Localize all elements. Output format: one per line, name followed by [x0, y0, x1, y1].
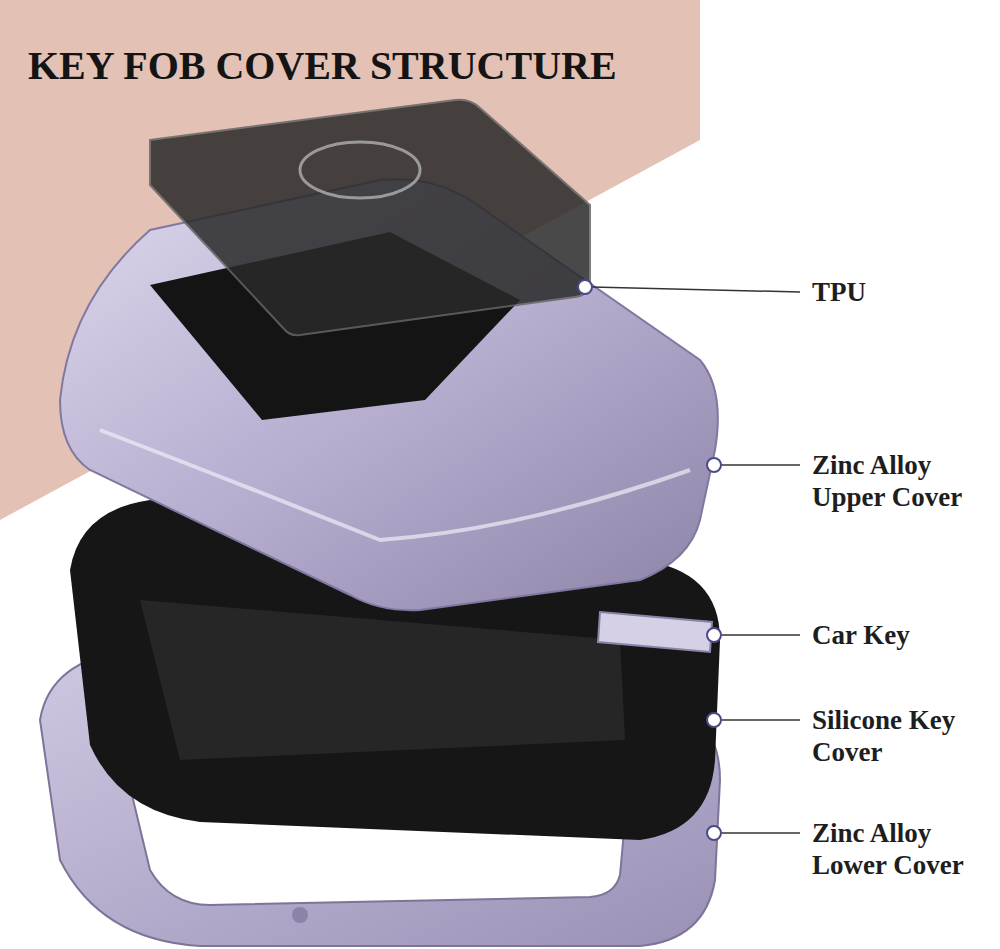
title: KEY FOB COVER STRUCTURE — [28, 42, 617, 89]
highlight — [100, 430, 690, 540]
tpu-ring — [300, 142, 420, 198]
silicone-detail — [140, 600, 625, 760]
leader-lines — [592, 287, 800, 833]
part-label: TPU — [812, 276, 992, 308]
part-label: Zinc Alloy Lower Cover — [812, 817, 992, 881]
part-label: Silicone Key Cover — [812, 704, 992, 768]
part-label: Zinc Alloy Upper Cover — [812, 449, 992, 513]
screw-hole — [292, 907, 308, 923]
car-key — [598, 612, 712, 652]
part-label: Car Key — [812, 619, 992, 651]
tpu-film — [150, 100, 590, 335]
callout-dots — [578, 280, 721, 840]
